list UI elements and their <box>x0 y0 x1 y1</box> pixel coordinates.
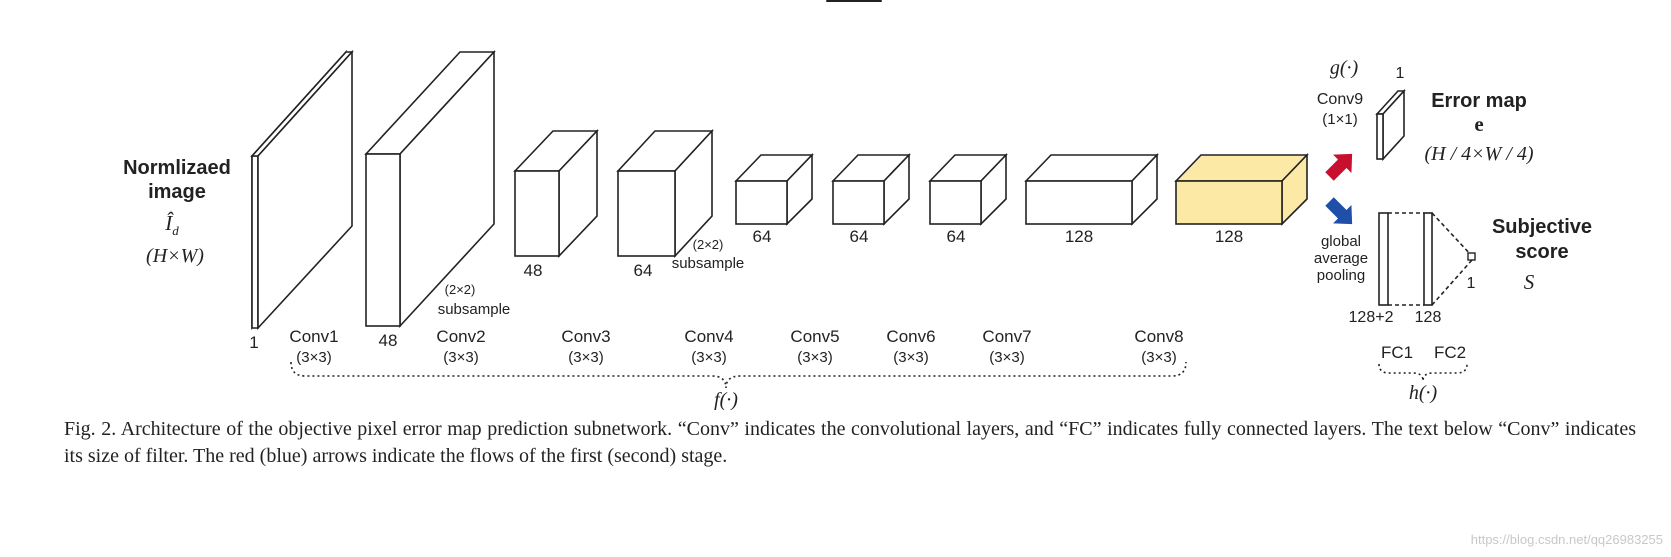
blue-arrow-icon <box>1325 197 1353 225</box>
error-map-symbol: e <box>1474 112 1483 136</box>
conv3-feature-map <box>616 128 714 259</box>
input-depth-label: 1 <box>249 333 258 352</box>
watermark: https://blog.csdn.net/qq26983255 <box>1470 532 1663 547</box>
conv1-filter: (3×3) <box>296 349 331 366</box>
conv4-label: Conv4 <box>684 327 733 346</box>
conv3-filter: (3×3) <box>568 349 603 366</box>
error-map-slab <box>1375 88 1406 162</box>
conv8-feature-map <box>1174 153 1309 226</box>
conv4-subsample-size: (2×2) <box>693 237 724 252</box>
conv5-filter: (3×3) <box>797 349 832 366</box>
error-map-title: Error map <box>1431 90 1527 112</box>
conv2-depth-label: 48 <box>524 261 543 280</box>
conv5-label: Conv5 <box>790 327 839 346</box>
conv7-feature-map <box>1024 153 1159 226</box>
subjective-score-symbol: S <box>1524 270 1535 294</box>
conv2-feature-map <box>513 128 599 259</box>
conv2-filter: (3×3) <box>443 349 478 366</box>
conv6-filter: (3×3) <box>893 349 928 366</box>
conv6-label: Conv6 <box>886 327 935 346</box>
fc1-layer <box>1378 212 1389 306</box>
conv5-depth-label: 64 <box>850 227 869 246</box>
figure-caption: Fig. 2. Architecture of the objective pi… <box>64 418 1636 467</box>
red-arrow-icon <box>1325 153 1353 181</box>
fc2-name-label: FC2 <box>1434 343 1466 362</box>
fc1-size-label: 128+2 <box>1349 309 1394 326</box>
conv2-subsample-size: (2×2) <box>445 282 476 297</box>
pooling-label-line3: pooling <box>1317 267 1365 284</box>
conv2-label: Conv2 <box>436 327 485 346</box>
input-symbol: Îd <box>164 211 179 238</box>
error-map-size: (H / 4×W / 4) <box>1424 143 1533 165</box>
conv4-depth-label: 64 <box>753 227 772 246</box>
conv9-label: Conv9 <box>1317 91 1363 108</box>
subjective-score-title-line2: score <box>1515 241 1568 263</box>
conv8-depth-label: 128 <box>1215 227 1243 246</box>
h-brace <box>1378 363 1468 382</box>
conv6-depth-label: 64 <box>947 227 966 246</box>
fc-output-node <box>1467 252 1476 261</box>
subjective-score-title-line1: Subjective <box>1492 216 1592 238</box>
conv5-feature-map <box>831 153 911 226</box>
conv7-depth-label: 128 <box>1065 227 1093 246</box>
fc-output-top <box>1431 212 1473 257</box>
conv7-label: Conv7 <box>982 327 1031 346</box>
conv6-feature-map <box>928 153 1008 226</box>
conv3-depth-label: 64 <box>634 261 653 280</box>
top-bar <box>826 0 882 2</box>
fc2-size-label: 128 <box>1415 309 1442 326</box>
error-map-depth-label: 1 <box>1396 65 1405 82</box>
input-title-line2: image <box>148 181 206 203</box>
h-function-label: h(·) <box>1409 382 1438 404</box>
f-function-label: f(·) <box>714 389 738 410</box>
conv4-filter: (3×3) <box>691 349 726 366</box>
conv9-filter: (1×1) <box>1322 111 1357 128</box>
conv3-label: Conv3 <box>561 327 610 346</box>
fc2-layer <box>1423 212 1433 306</box>
architecture-diagram: Normlizaed image Îd (H×W) 1 48 (2×2) sub… <box>123 49 1592 410</box>
conv1-feature-map <box>364 49 496 329</box>
conv1-depth-label: 48 <box>379 331 398 350</box>
f-brace <box>290 361 1187 389</box>
conv4-subsample-text: subsample <box>672 255 745 272</box>
pooling-label-line1: global <box>1321 233 1361 250</box>
conv1-label: Conv1 <box>289 327 338 346</box>
fc-output-size-label: 1 <box>1467 275 1476 292</box>
conv8-label: Conv8 <box>1134 327 1183 346</box>
input-slab <box>250 49 354 331</box>
conv8-filter: (3×3) <box>1141 349 1176 366</box>
input-size: (H×W) <box>146 245 204 267</box>
conv2-subsample-text: subsample <box>438 301 511 318</box>
pooling-label-line2: average <box>1314 250 1368 267</box>
conv4-feature-map <box>734 153 814 226</box>
input-title-line1: Normlizaed <box>123 157 231 179</box>
fc-output-bottom <box>1431 259 1473 306</box>
g-function-label: g(·) <box>1330 57 1359 79</box>
fc1-name-label: FC1 <box>1381 343 1413 362</box>
conv7-filter: (3×3) <box>989 349 1024 366</box>
